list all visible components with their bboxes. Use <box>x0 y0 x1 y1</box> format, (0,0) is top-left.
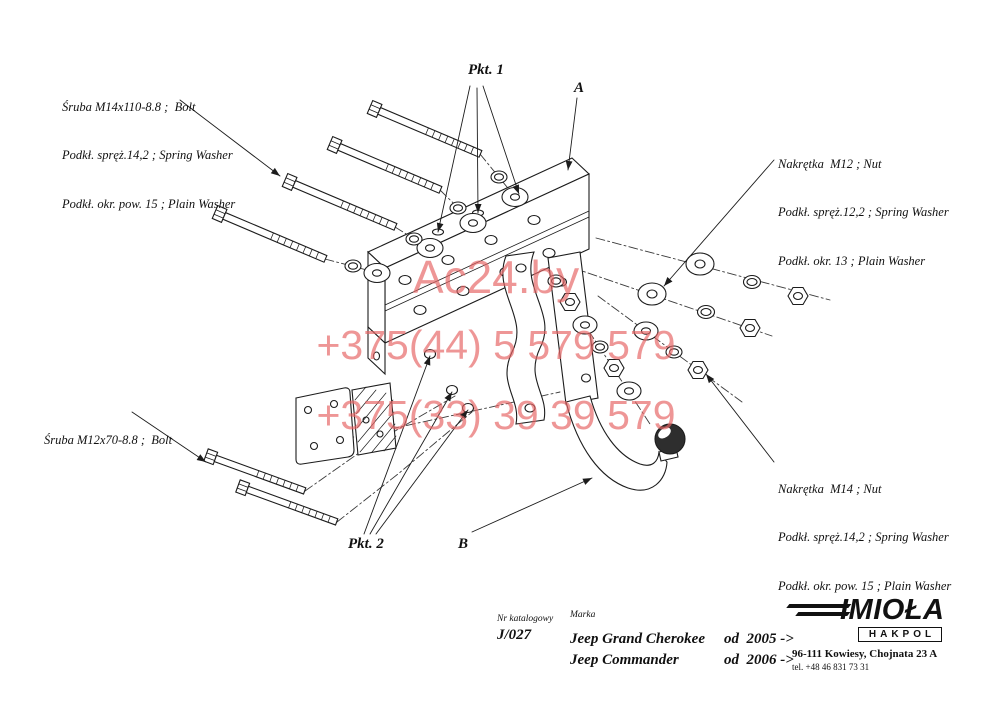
bolt-m14-4 <box>211 204 328 263</box>
catalog-number: J/027 <box>497 627 532 643</box>
leader-lines <box>131 85 775 535</box>
callout-bolt-m14: Śruba M14x110-8.8 ; Bolt Podkł. spręż.14… <box>62 66 235 245</box>
marker-a: A <box>574 80 585 96</box>
model-name-2: Jeep Commander <box>570 652 679 668</box>
callout-bolt-m14-line2: Podkł. spręż.14,2 ; Spring Washer <box>62 148 233 163</box>
callout-bolt-m12-line1: Śruba M12x70-8.8 ; Bolt <box>44 432 173 447</box>
bolt-m14-1 <box>366 99 483 158</box>
side-bracket <box>295 387 355 465</box>
bolt-m14-2 <box>326 135 443 194</box>
catalog-number-label: Nr katalogowy <box>497 614 554 624</box>
bolt-m12-2 <box>235 479 339 526</box>
marker-pkt1: Pkt. 1 <box>468 62 504 78</box>
model-year-2: od 2006 -> <box>724 652 794 668</box>
callout-nut-m12-line2: Podkł. spręż.12,2 ; Spring Washer <box>778 205 949 220</box>
marker-b: B <box>458 536 469 552</box>
tow-ball <box>654 423 686 455</box>
manufacturer-address: 96-111 Kowiesy, Chojnata 23 A <box>792 648 938 660</box>
callout-nut-m14-line1: Nakrętka M14 ; Nut <box>778 481 882 496</box>
brand-label: Marka <box>570 610 596 620</box>
hakpol-logo-sub: HAKPOL <box>858 627 942 642</box>
bolt-m14-3 <box>281 172 398 231</box>
leader-arrowheads <box>196 160 715 485</box>
nuts <box>559 286 809 380</box>
callout-nut-m12-line3: Podkł. okr. 13 ; Plain Washer <box>778 254 926 268</box>
callout-nut-m12-line1: Nakrętka M12 ; Nut <box>778 156 882 171</box>
callout-bolt-m14-line1: Śruba M14x110-8.8 ; Bolt <box>62 99 196 114</box>
manufacturer-phone: tel. +48 46 831 73 31 <box>792 662 870 672</box>
hook-cheek-plate <box>502 251 546 425</box>
callout-bolt-m12: Śruba M12x70-8.8 ; Bolt <box>44 399 172 480</box>
hatched-gusset-plate <box>351 382 397 456</box>
plain-washers <box>363 186 715 414</box>
spring-washers <box>344 170 762 359</box>
hakpol-logo: IMIOŁA <box>840 594 945 626</box>
callout-nut-m14-line3: Podkł. okr. pow. 15 ; Plain Washer <box>778 579 952 593</box>
model-name-1: Jeep Grand Cherokee <box>570 631 705 647</box>
callout-nut-m14: Nakrętka M14 ; Nut Podkł. spręż.14,2 ; S… <box>778 448 951 627</box>
callout-bolt-m14-line3: Podkł. okr. pow. 15 ; Plain Washer <box>62 197 236 211</box>
bolt-m12-1 <box>203 448 307 495</box>
model-year-1: od 2005 -> <box>724 631 794 647</box>
callout-nut-m14-line2: Podkł. spręż.14,2 ; Spring Washer <box>778 530 949 545</box>
callout-nut-m12: Nakrętka M12 ; Nut Podkł. spręż.12,2 ; S… <box>778 123 949 302</box>
marker-pkt2: Pkt. 2 <box>348 536 384 552</box>
